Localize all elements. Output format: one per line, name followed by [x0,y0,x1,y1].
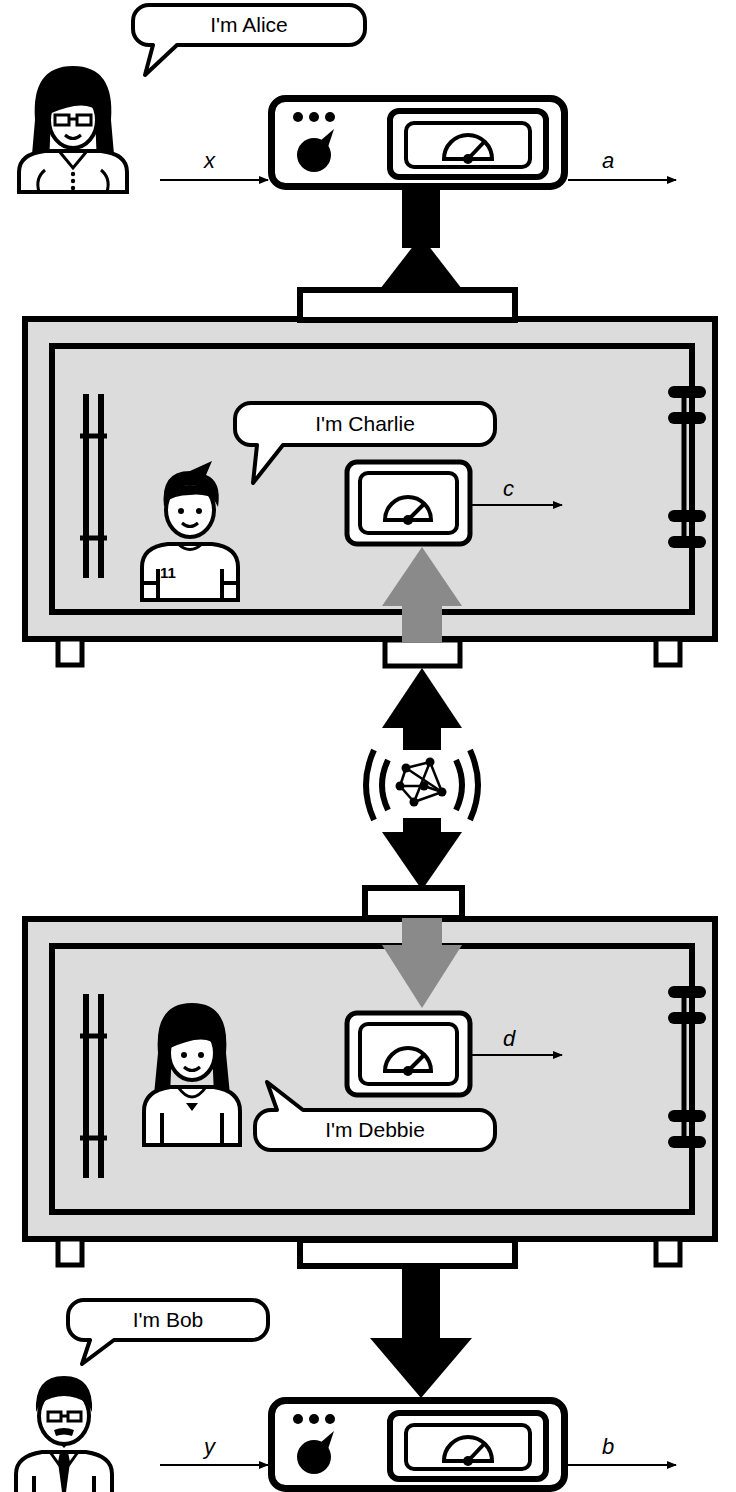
bubble-outline-path [235,403,495,483]
bubble-outline-path [133,5,365,75]
signal-label: c [503,478,514,500]
entanglement-source [366,668,478,890]
speech-bubble: I'm Bob [68,1300,268,1340]
debbie-lab [25,888,715,1266]
speech-text: I'm Charlie [315,412,415,436]
signal-label: y [204,1436,215,1458]
speech-text: I'm Bob [133,1308,204,1332]
alice-person [19,66,127,192]
speech-bubble: I'm Alice [133,5,365,45]
bob-device [160,1401,676,1489]
transmission-arrow [370,1264,472,1398]
speech-bubble: I'm Charlie [235,403,495,445]
signal-label: b [602,1436,614,1458]
charlie-lab [25,290,715,666]
bubble-outline-path [255,1082,495,1150]
bubble-outline-path [68,1300,268,1364]
signal-label: a [602,150,614,172]
jersey-number: 11 [160,565,176,580]
charlie-person [142,461,238,600]
transmission-arrow [370,188,472,302]
debbie-person [144,1003,240,1145]
speech-bubble: I'm Debbie [255,1110,495,1150]
alice-device [160,99,676,187]
signal-label: d [503,1028,515,1050]
bob-person [16,1376,112,1492]
speech-text: I'm Alice [210,13,288,37]
speech-text: I'm Debbie [325,1118,425,1142]
signal-label: x [204,150,215,172]
